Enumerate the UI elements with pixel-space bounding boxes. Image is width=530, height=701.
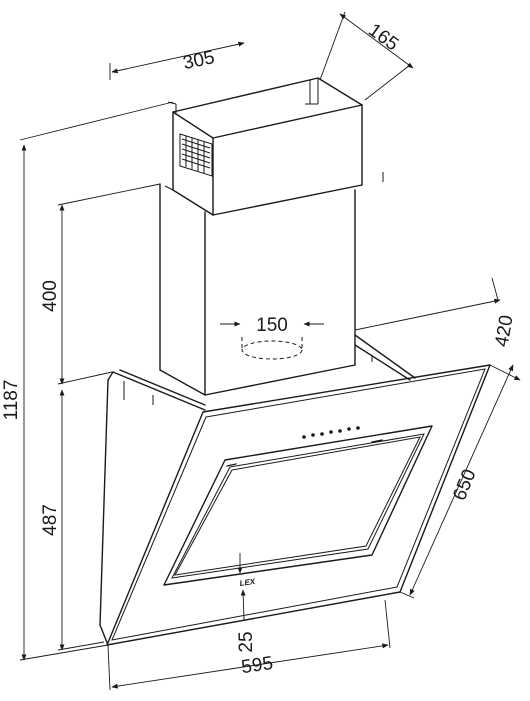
label-depth: 420 xyxy=(491,314,517,349)
dim-line-chimney-width xyxy=(111,41,245,74)
label-base-offset: 25 xyxy=(236,631,257,652)
chimney xyxy=(159,77,384,396)
display-window xyxy=(163,425,433,586)
dimension-lines xyxy=(19,11,521,691)
outlet-circle xyxy=(241,340,303,360)
glass-panel xyxy=(106,364,491,646)
label-panel-length: 650 xyxy=(449,466,480,503)
label-width: 595 xyxy=(240,653,274,678)
label-outlet-diameter: 150 xyxy=(256,315,288,336)
label-chimney-depth: 165 xyxy=(364,20,402,56)
control-buttons xyxy=(302,426,360,439)
label-chimney-height: 400 xyxy=(40,280,61,312)
dim-line-panel-length xyxy=(409,364,514,596)
label-body-height: 487 xyxy=(40,504,61,536)
hood-body: LEX xyxy=(99,334,491,646)
dim-line-width xyxy=(111,643,389,689)
dim-line-chimney-depth xyxy=(339,13,414,69)
dim-line-depth xyxy=(354,298,501,331)
vent-grille-icon xyxy=(179,133,213,177)
dimension-labels: 1187 400 487 305 165 150 420 650 25 595 xyxy=(1,20,518,678)
chimney-top-face xyxy=(172,77,363,139)
brand-logo: LEX xyxy=(239,577,256,588)
label-chimney-width: 305 xyxy=(181,47,216,74)
label-total-height: 1187 xyxy=(1,380,22,421)
